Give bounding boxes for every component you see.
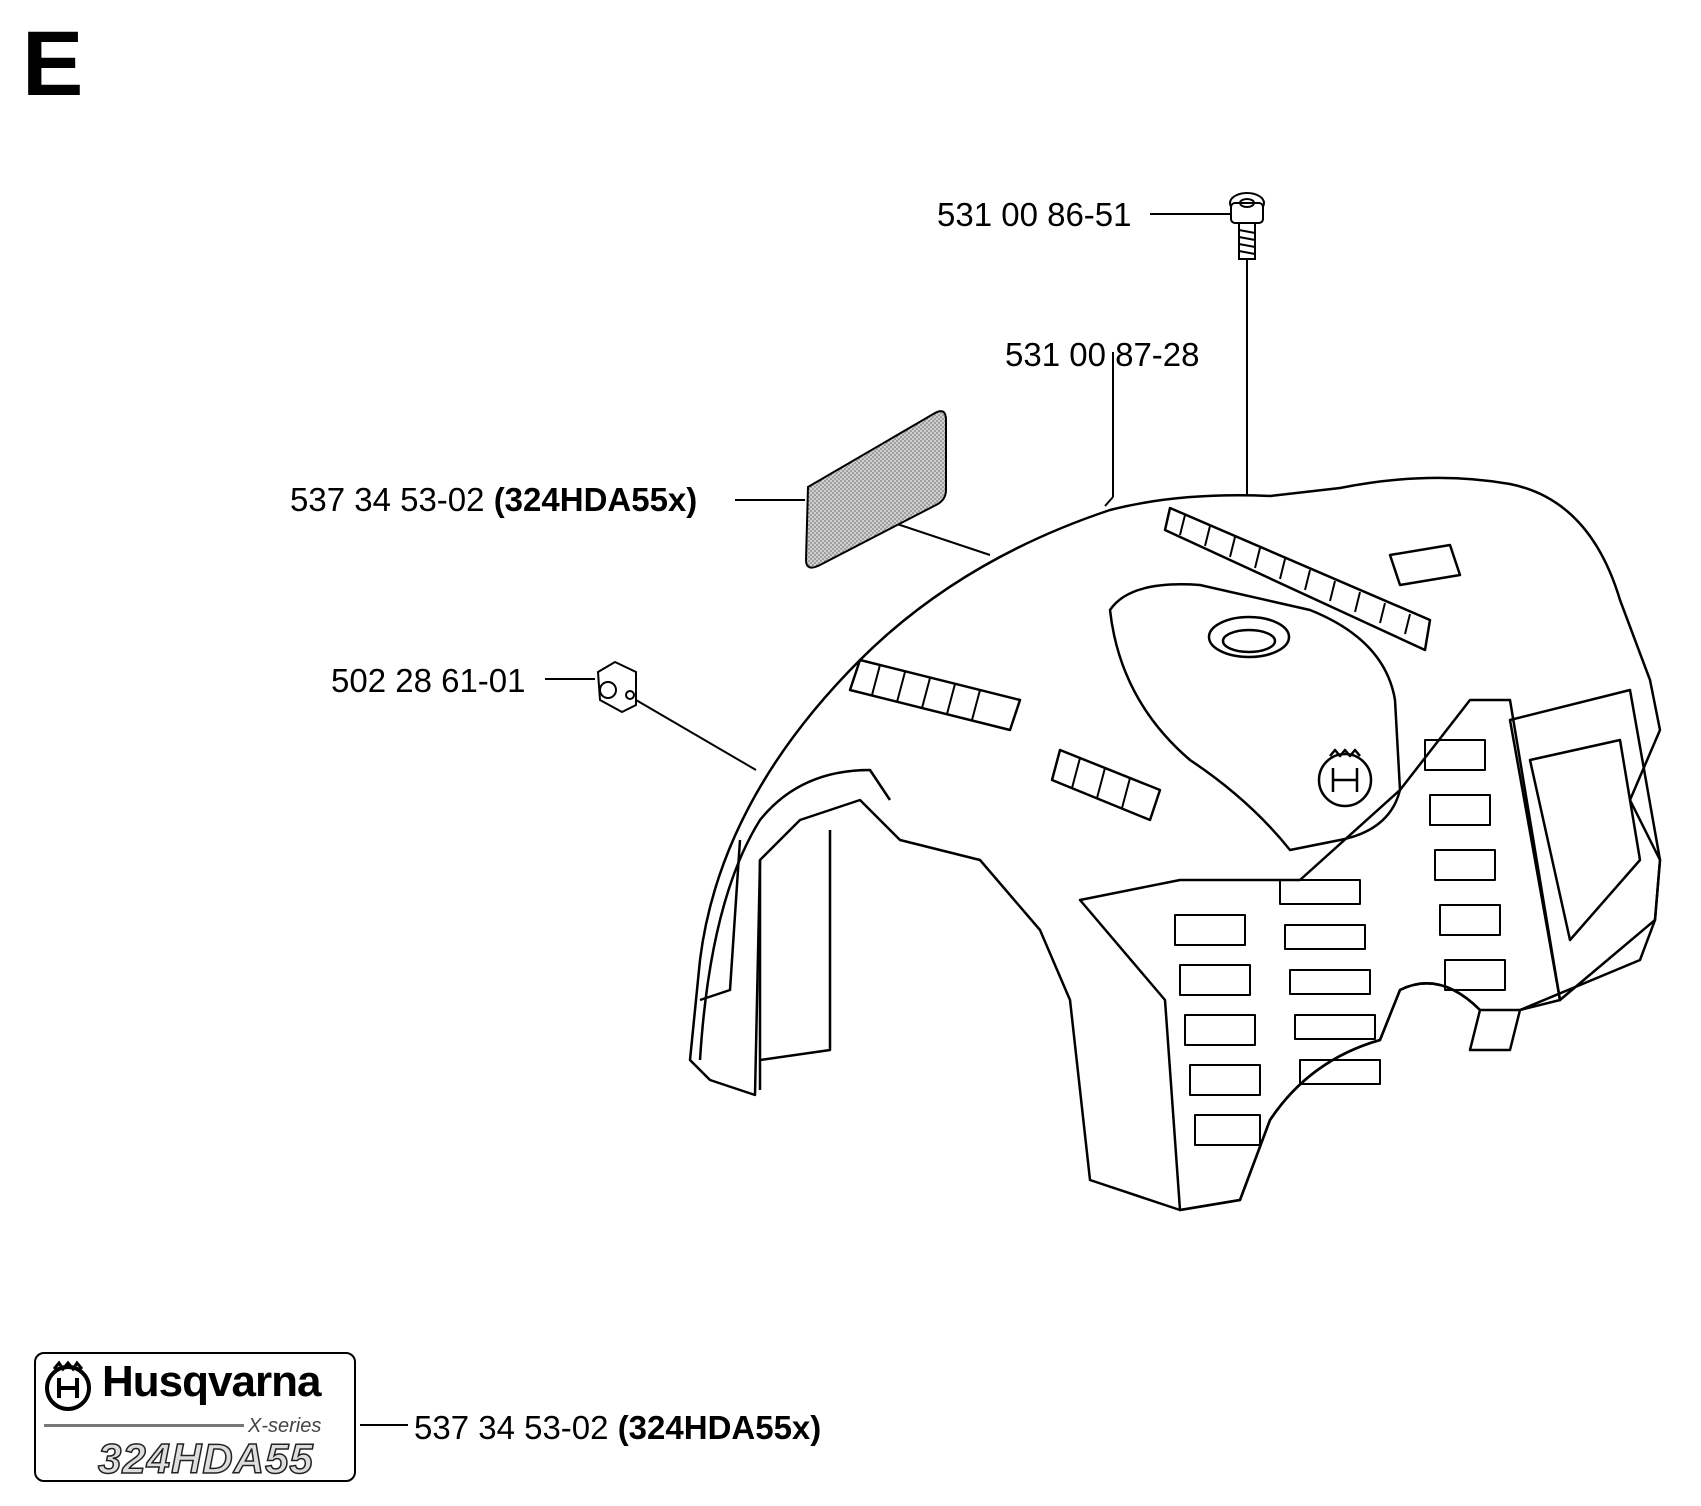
series-name: X-series (248, 1415, 322, 1437)
part-label-decal: 537 34 53-02 (324HDA55x) (290, 483, 697, 516)
cable-clip-icon (596, 660, 637, 714)
part-label-clip: 502 28 61-01 (331, 664, 526, 697)
part-note: (324HDA55x) (617, 1409, 822, 1446)
part-label-cover: 531 00 87-28 (1005, 338, 1200, 371)
model-name: 324HDA55 (97, 1435, 314, 1482)
decal-rule (44, 1424, 244, 1427)
husqvarna-crown-h-logo-icon (1317, 748, 1373, 808)
decal-plate (804, 410, 947, 569)
cylinder-cover (688, 476, 1662, 1212)
part-number: 537 34 53-02 (290, 481, 485, 518)
section-letter: E (22, 13, 84, 115)
part-number: 537 34 53-02 (414, 1409, 609, 1446)
part-number: 531 00 86-51 (937, 196, 1132, 233)
bolt-icon (1229, 192, 1265, 260)
brand-name: Husqvarna (102, 1357, 321, 1406)
part-note: (324HDA55x) (493, 481, 698, 518)
decal-detail: Husqvarna X-series 324HDA55 (34, 1352, 356, 1482)
part-number: 531 00 87-28 (1005, 336, 1200, 373)
part-number: 502 28 61-01 (331, 662, 526, 699)
part-label-bolt: 531 00 86-51 (937, 198, 1132, 231)
part-label-decal-detail: 537 34 53-02 (324HDA55x) (414, 1411, 821, 1444)
husqvarna-crown-h-logo-icon (45, 1360, 91, 1411)
